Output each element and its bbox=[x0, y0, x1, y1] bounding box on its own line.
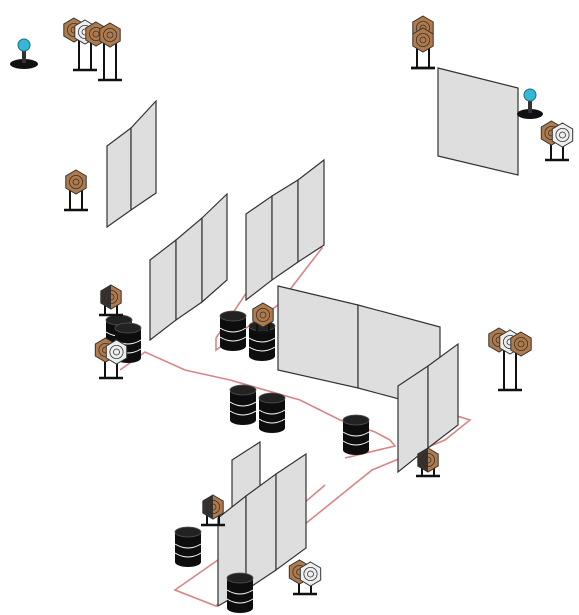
paper-target-icon bbox=[252, 302, 274, 328]
wall-panel bbox=[271, 178, 299, 282]
target-stand bbox=[201, 494, 225, 527]
wall-panel bbox=[277, 285, 359, 389]
barrel-icon bbox=[219, 310, 247, 351]
path-main-route bbox=[119, 351, 397, 459]
wall-panel bbox=[297, 158, 325, 264]
wall-panel bbox=[175, 216, 203, 322]
target-stand bbox=[64, 169, 88, 212]
wall-panel bbox=[201, 192, 228, 304]
paper-target-icon bbox=[412, 27, 434, 53]
wall-g bbox=[217, 440, 307, 608]
wall-panel bbox=[275, 452, 307, 572]
target-stand bbox=[94, 337, 128, 380]
target-stand bbox=[63, 17, 107, 72]
barrel-group bbox=[229, 384, 286, 433]
wall-panel bbox=[106, 126, 132, 229]
target-stand bbox=[416, 447, 440, 478]
paper-target-icon bbox=[417, 447, 439, 473]
barrel-group bbox=[174, 526, 202, 567]
wall-c bbox=[245, 158, 325, 302]
steel-popper bbox=[517, 88, 543, 119]
paper-target-icon bbox=[100, 284, 122, 310]
walls bbox=[106, 67, 519, 608]
wall-panel bbox=[245, 194, 273, 302]
wall-a bbox=[106, 99, 157, 229]
no-shoot-target-icon bbox=[105, 339, 128, 365]
wall-b bbox=[149, 192, 228, 342]
barrel-group bbox=[342, 414, 370, 455]
barrel-icon bbox=[229, 384, 257, 425]
barrel-icon bbox=[174, 526, 202, 567]
paper-target-icon bbox=[99, 22, 121, 48]
paper-target-icon bbox=[65, 169, 87, 195]
wall-d bbox=[277, 285, 441, 411]
target-stand bbox=[540, 120, 574, 162]
paper-target-icon bbox=[510, 331, 532, 357]
target-stand bbox=[98, 22, 122, 82]
targets bbox=[63, 15, 574, 596]
target-stand bbox=[288, 559, 322, 596]
wall-panel bbox=[149, 238, 177, 342]
barrel-group bbox=[226, 572, 254, 613]
paper-target-icon bbox=[202, 494, 224, 520]
wall-f bbox=[397, 342, 459, 474]
wall-e bbox=[437, 67, 519, 176]
target-stand bbox=[251, 302, 275, 334]
steel-popper-icon bbox=[517, 88, 543, 119]
barrel-icon bbox=[248, 320, 276, 361]
target-stand bbox=[99, 284, 123, 317]
steel-popper-icon bbox=[10, 38, 38, 69]
wall-panel bbox=[427, 342, 459, 450]
barrel-icon bbox=[342, 414, 370, 455]
wall-panel bbox=[130, 99, 157, 212]
wall-panel bbox=[437, 67, 519, 176]
target-stand bbox=[488, 327, 532, 392]
no-shoot-target-icon bbox=[299, 561, 322, 587]
no-shoot-target-icon bbox=[551, 122, 574, 148]
barrel-icon bbox=[226, 572, 254, 613]
barrels bbox=[105, 310, 370, 613]
steel-popper bbox=[10, 38, 38, 69]
target-stand bbox=[411, 27, 435, 70]
barrel-icon bbox=[258, 392, 286, 433]
